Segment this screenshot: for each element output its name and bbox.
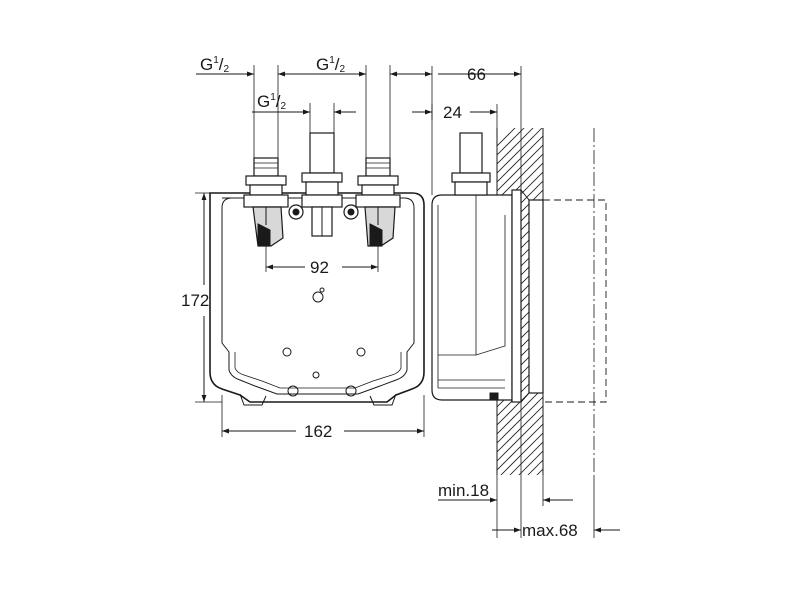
mount-hole-bottom bbox=[312, 371, 320, 379]
hatch-line bbox=[497, 423, 543, 471]
dim-92: 92 bbox=[310, 258, 329, 277]
front-dimensions: G1/2 G1/2 G1/2 92 172 162 bbox=[181, 55, 425, 441]
center-connection bbox=[288, 132, 359, 237]
hatch-line bbox=[497, 396, 543, 444]
hatch-line bbox=[500, 432, 543, 475]
hatch-line bbox=[497, 414, 543, 462]
left-connection bbox=[243, 157, 289, 247]
hatch-line bbox=[497, 128, 525, 156]
mounting-flange bbox=[511, 189, 522, 403]
hatch-line bbox=[518, 450, 543, 475]
hatch-line bbox=[497, 478, 543, 524]
front-view bbox=[209, 132, 425, 406]
mount-hole-left bbox=[282, 347, 292, 357]
side-stub bbox=[459, 132, 483, 174]
cover-dashed bbox=[543, 199, 607, 403]
housing-inner-rim bbox=[234, 352, 402, 389]
mount-hole-right bbox=[356, 347, 366, 357]
dim-min-18: min.18 bbox=[438, 481, 489, 500]
housing-inner-outline bbox=[221, 197, 415, 395]
bottom-lug bbox=[489, 392, 499, 401]
cover-plate bbox=[528, 199, 544, 394]
dim-172: 172 bbox=[181, 291, 209, 310]
hatch-line bbox=[497, 128, 516, 147]
hatch-line bbox=[536, 468, 543, 475]
side-dimensions: 66 24 min.18 max.68 bbox=[412, 65, 620, 540]
side-body-inner bbox=[437, 195, 506, 388]
thread-label-top-right: G1/2 bbox=[316, 55, 346, 75]
hatch-line bbox=[497, 153, 543, 201]
housing-outline bbox=[209, 192, 425, 403]
hatch-line bbox=[497, 405, 543, 453]
hatch-line bbox=[497, 144, 543, 192]
thread-label-middle: G1/2 bbox=[257, 92, 287, 112]
dim-66: 66 bbox=[467, 65, 486, 84]
hatch-line bbox=[497, 128, 534, 165]
mount-hole-foot-right bbox=[345, 385, 357, 397]
side-body bbox=[431, 194, 513, 401]
hatch-line bbox=[509, 441, 543, 475]
dim-max-68: max.68 bbox=[522, 521, 578, 540]
thread-label-top-left: G1/2 bbox=[200, 55, 230, 75]
right-connection bbox=[355, 157, 401, 247]
mount-hole-top bbox=[312, 291, 324, 303]
dim-24: 24 bbox=[443, 103, 462, 122]
hatch-line bbox=[497, 135, 543, 183]
dim-162: 162 bbox=[304, 422, 332, 441]
mount-hole-top-small bbox=[319, 287, 325, 293]
mount-hole-foot-left bbox=[287, 385, 299, 397]
hatch-line bbox=[527, 459, 543, 475]
side-view bbox=[431, 128, 607, 524]
hatch-line bbox=[497, 128, 543, 174]
left-foot bbox=[239, 393, 267, 406]
right-foot bbox=[369, 393, 397, 406]
hatch-line bbox=[497, 387, 543, 435]
